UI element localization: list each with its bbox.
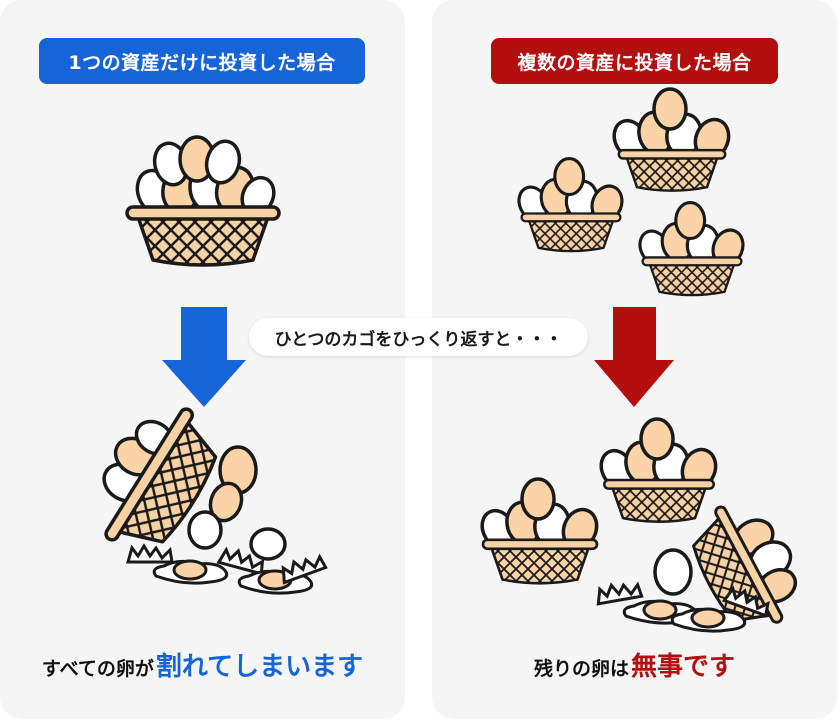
flip-basket-label: ひとつのカゴをひっくり返すと・・・	[249, 318, 588, 356]
multi-asset-title: 複数の資産に投資した場合	[491, 38, 778, 84]
single-asset-title: 1つの資産だけに投資した場合	[39, 38, 365, 84]
tipped-basket-right	[594, 503, 798, 644]
arrow-down-icon	[594, 307, 674, 407]
tipped-basket-left	[102, 405, 328, 595]
right-caption-emphasis: 無事です	[631, 652, 736, 682]
basket-right-top-1	[606, 87, 737, 192]
left-caption-prefix: すべての卵が	[41, 658, 154, 680]
right-caption-prefix: 残りの卵は	[533, 658, 629, 680]
arrow-down-icon	[162, 307, 246, 407]
full-basket-left	[125, 135, 282, 267]
basket-right-bottom-2	[474, 477, 605, 585]
basket-right-top-2	[512, 157, 629, 253]
basket-right-top-3	[633, 201, 750, 297]
right-caption: 残りの卵は 無事です	[432, 646, 837, 686]
basket-right-bottom-1	[593, 417, 724, 523]
left-caption: すべての卵が 割れてしまいます	[0, 646, 405, 686]
left-caption-emphasis: 割れてしまいます	[155, 652, 364, 682]
